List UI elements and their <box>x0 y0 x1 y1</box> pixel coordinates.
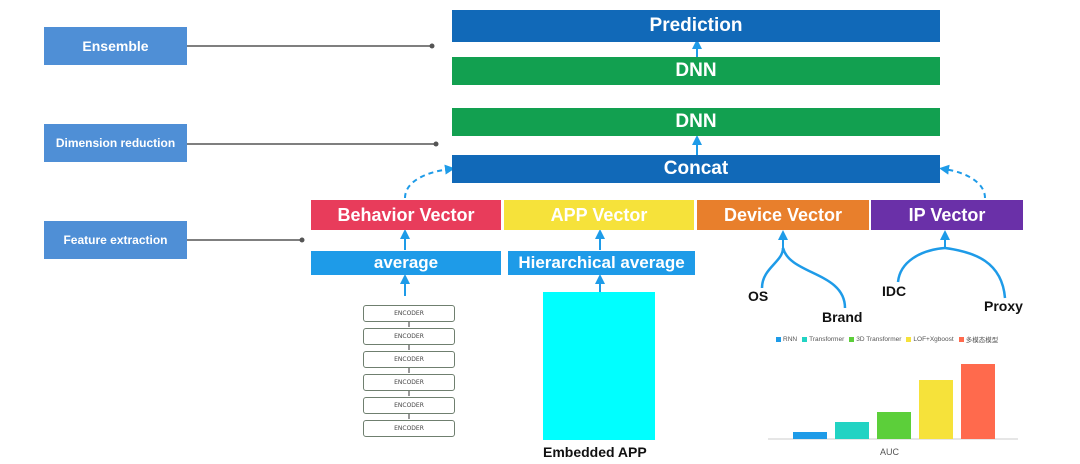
legend-label: RNN <box>783 335 798 343</box>
dimension-reduction-label: Dimension reduction <box>44 124 187 162</box>
ip-vector-box: IP Vector <box>871 200 1023 230</box>
legend-swatch <box>849 336 855 342</box>
legend-label: 3D Transformer <box>856 335 902 343</box>
bar-0 <box>793 432 827 439</box>
device-vector-box: Device Vector <box>697 200 869 230</box>
encoder-block: ENCODER <box>363 397 455 414</box>
legend-swatch <box>776 336 781 342</box>
chart-x-axis-label: AUC <box>880 447 900 457</box>
bar-4 <box>961 364 995 439</box>
dashed-arrow-right <box>939 164 986 199</box>
encoder-block: ENCODER <box>363 374 455 391</box>
legend-entry: RNN <box>776 334 797 344</box>
ip-curve-proxy <box>944 246 1007 299</box>
encoder-block: ENCODER <box>363 328 455 345</box>
brand-label: Brand <box>822 309 863 325</box>
legend-entry: 3D Transformer <box>849 334 901 344</box>
legend-entry: LOF+Xgboost <box>906 334 954 344</box>
legend-label: Transformer <box>809 335 845 343</box>
concat-box: Concat <box>452 155 940 183</box>
hierarchical-average-box: Hierarchical average <box>508 251 695 275</box>
legend-swatch <box>958 336 964 342</box>
dashed-arrow-left <box>404 164 455 199</box>
os-label: OS <box>748 288 769 304</box>
encoder-block: ENCODER <box>363 351 455 368</box>
app-vector-box: APP Vector <box>504 200 694 230</box>
feature-extraction-label: Feature extraction <box>44 221 187 259</box>
dnn-reduction-box: DNN <box>452 108 940 136</box>
legend-label: LOF+Xgboost <box>913 335 954 343</box>
embedded-app-block <box>543 292 655 440</box>
ip-curve-idc <box>896 246 946 283</box>
legend-entry: 多模态模型 <box>958 334 999 344</box>
encoder-stack: ENCODER ENCODER ENCODER ENCODER ENCODER … <box>363 305 455 443</box>
device-curve-brand <box>781 247 847 309</box>
behavior-vector-box: Behavior Vector <box>311 200 501 230</box>
dnn-ensemble-box: DNN <box>452 57 940 85</box>
idc-label: IDC <box>882 283 907 299</box>
legend-label: 多模态模型 <box>965 337 999 344</box>
encoder-block: ENCODER <box>363 420 455 437</box>
ensemble-label: Ensemble <box>44 27 187 65</box>
legend-entry: Transformer <box>802 334 844 344</box>
proxy-label: Proxy <box>984 298 1023 314</box>
chart-legend: RNN Transformer 3D Transformer LOF+Xgboo… <box>776 334 1046 344</box>
legend-swatch <box>802 336 808 342</box>
encoder-block: ENCODER <box>363 305 455 322</box>
legend-swatch <box>906 336 912 342</box>
embedded-app-label: Embedded APP <box>543 444 647 460</box>
bar-2 <box>877 412 911 439</box>
prediction-box: Prediction <box>452 10 940 42</box>
bar-1 <box>835 422 869 439</box>
bar-3 <box>919 380 953 439</box>
device-curve-os <box>760 247 785 289</box>
average-box: average <box>311 251 501 275</box>
